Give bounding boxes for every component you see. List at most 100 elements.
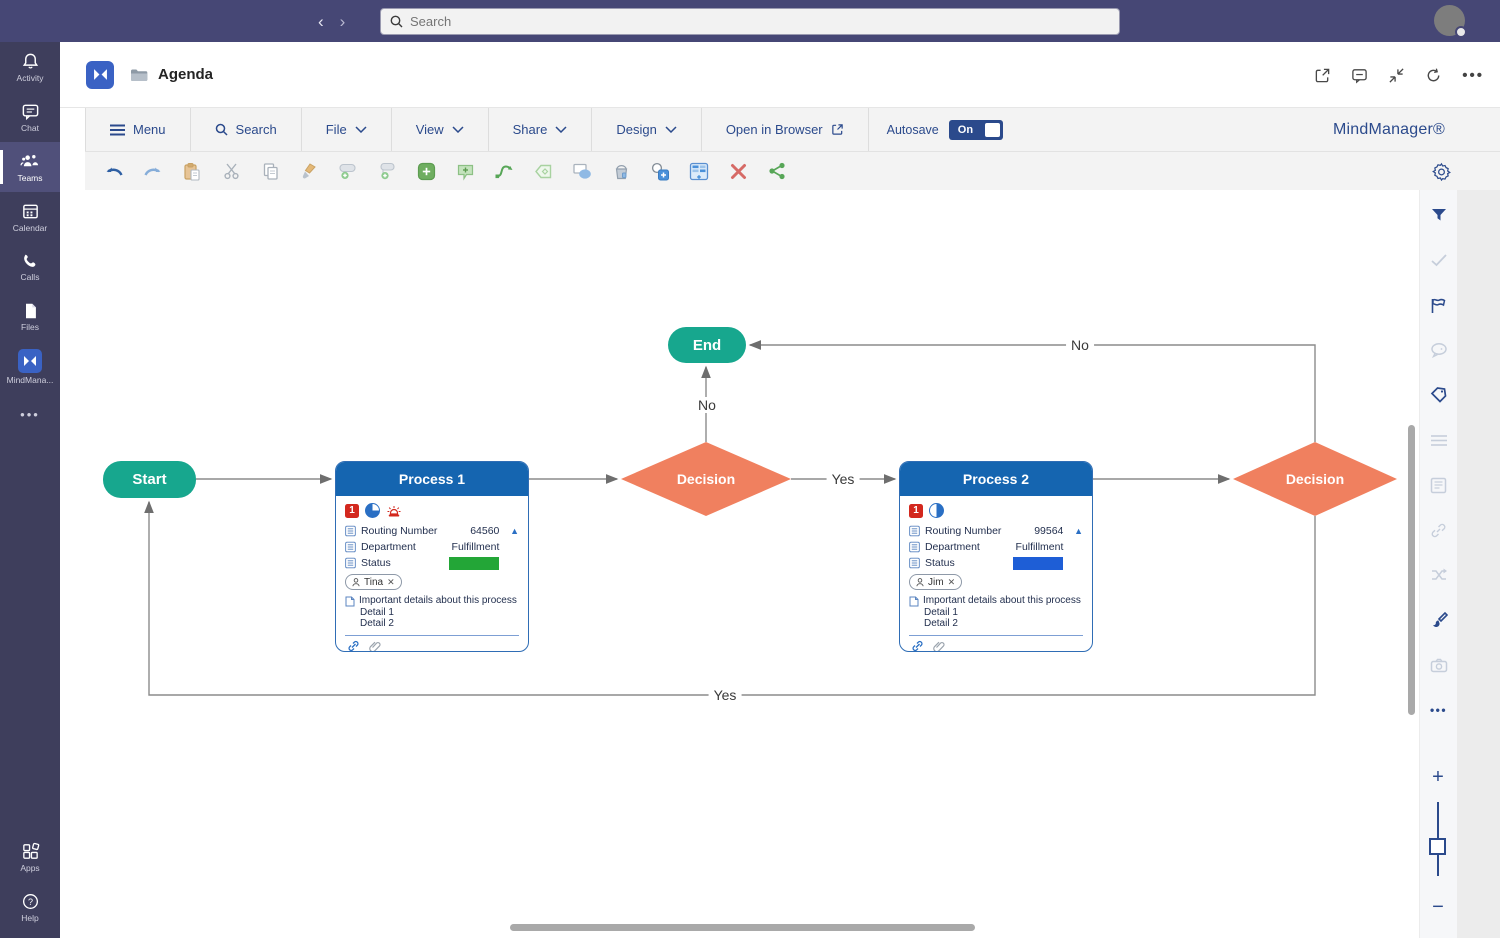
- add-subtopic-icon[interactable]: [372, 157, 402, 185]
- edge-label-yes: Yes: [708, 687, 742, 703]
- flowchart-canvas[interactable]: Yes No No Yes Start End Decision Decisio…: [60, 190, 1500, 938]
- paste-icon[interactable]: [177, 157, 207, 185]
- flow-panel-icon[interactable]: [1428, 564, 1450, 586]
- search-menu-button[interactable]: Search: [191, 108, 302, 151]
- tag-icon[interactable]: [1428, 384, 1450, 406]
- link-icon[interactable]: [911, 640, 924, 652]
- smart-shape-icon[interactable]: [645, 157, 675, 185]
- phone-icon: [24, 254, 36, 267]
- collapse-properties-icon[interactable]: ▲: [510, 526, 520, 536]
- zoom-in-button[interactable]: +: [1432, 766, 1444, 788]
- more-options-icon[interactable]: •••: [1462, 66, 1484, 84]
- autosave-label: Autosave: [886, 122, 939, 137]
- forward-icon[interactable]: ›: [339, 11, 346, 31]
- cut-icon[interactable]: [216, 157, 246, 185]
- avatar[interactable]: [1434, 5, 1467, 38]
- sidebar-more-button[interactable]: •••: [0, 392, 60, 436]
- new-topic-icon[interactable]: [411, 157, 441, 185]
- sidebar-item-chat[interactable]: Chat: [0, 92, 60, 142]
- note-icon: [909, 596, 919, 606]
- chevron-down-icon: [355, 126, 367, 133]
- more-panels-icon[interactable]: •••: [1429, 703, 1448, 717]
- progress-icon[interactable]: [365, 503, 380, 518]
- mindmanager-app-icon: [86, 60, 114, 89]
- sidebar-item-help[interactable]: ? Help: [0, 882, 60, 932]
- format-painter-icon[interactable]: [294, 157, 324, 185]
- horizontal-scrollbar[interactable]: [510, 924, 975, 931]
- view-menu[interactable]: View: [392, 108, 489, 151]
- sidebar-item-activity[interactable]: Activity: [0, 42, 60, 92]
- share-map-icon[interactable]: [762, 157, 792, 185]
- delete-icon[interactable]: [723, 157, 753, 185]
- external-link-icon: [831, 124, 843, 135]
- check-icon[interactable]: [1428, 249, 1450, 271]
- search-icon: [215, 123, 228, 136]
- zoom-slider-handle[interactable]: [1429, 838, 1446, 855]
- flowchart-connectors: [144, 340, 1316, 696]
- refresh-icon[interactable]: [1425, 67, 1442, 84]
- shapes-icon[interactable]: [567, 157, 597, 185]
- collapse-icon[interactable]: [1388, 67, 1405, 84]
- node-process-1[interactable]: Process 1 1 Routing Number 64560 ▲ Depar…: [335, 461, 529, 652]
- resource-tag[interactable]: Jim ✕: [909, 574, 963, 590]
- bell-icon: [22, 53, 38, 69]
- flag-icon[interactable]: [1428, 294, 1450, 316]
- matrix-icon[interactable]: [684, 157, 714, 185]
- notes-panel-icon[interactable]: [1428, 474, 1450, 496]
- sidebar-item-apps[interactable]: Apps: [0, 832, 60, 882]
- settings-gear-icon[interactable]: [1426, 157, 1456, 185]
- comment-icon[interactable]: [1428, 339, 1450, 361]
- remove-tag-icon[interactable]: ✕: [387, 576, 395, 587]
- add-topic-icon[interactable]: [333, 157, 363, 185]
- property-row: Routing Number 99564 ▲: [909, 523, 1083, 539]
- fill-icon[interactable]: [606, 157, 636, 185]
- zoom-controls: + −: [1419, 766, 1457, 938]
- autosave-toggle[interactable]: On: [948, 119, 1003, 140]
- chevron-down-icon: [665, 126, 677, 133]
- filter-icon[interactable]: [1428, 204, 1450, 226]
- sidebar-item-files[interactable]: Files: [0, 292, 60, 342]
- chat-icon: [22, 104, 38, 120]
- menu-button[interactable]: Menu: [85, 108, 191, 151]
- node-end[interactable]: End: [668, 327, 746, 363]
- sidebar-item-mindmanager[interactable]: MindMana...: [0, 342, 60, 392]
- conversation-icon[interactable]: [1351, 67, 1368, 84]
- attachment-icon[interactable]: [933, 640, 945, 653]
- snapshot-icon[interactable]: [1428, 654, 1450, 676]
- undo-icon[interactable]: [99, 157, 129, 185]
- priority-badge[interactable]: 1: [345, 503, 359, 518]
- progress-icon[interactable]: [929, 503, 944, 518]
- zoom-out-button[interactable]: −: [1432, 896, 1444, 918]
- priority-badge[interactable]: 1: [909, 503, 923, 518]
- attachment-icon[interactable]: [369, 640, 381, 653]
- vertical-scrollbar[interactable]: [1408, 425, 1415, 715]
- redo-icon[interactable]: [138, 157, 168, 185]
- node-process-2[interactable]: Process 2 1 Routing Number 99564 ▲ Depar…: [899, 461, 1093, 652]
- design-menu[interactable]: Design: [592, 108, 702, 151]
- alarm-icon[interactable]: [386, 504, 402, 518]
- sidebar-item-teams[interactable]: Teams: [0, 142, 60, 192]
- link-icon[interactable]: [347, 640, 360, 652]
- collapse-properties-icon[interactable]: ▲: [1074, 526, 1084, 536]
- search-input[interactable]: [410, 14, 1050, 29]
- resource-tag[interactable]: Tina ✕: [345, 574, 402, 590]
- list-icon[interactable]: [1428, 429, 1450, 451]
- back-icon[interactable]: ‹: [318, 11, 324, 31]
- zoom-slider[interactable]: [1429, 802, 1446, 876]
- hyperlink-panel-icon[interactable]: [1428, 519, 1450, 541]
- boundary-icon[interactable]: [528, 157, 558, 185]
- teams-icon: [19, 154, 38, 166]
- file-menu[interactable]: File: [302, 108, 392, 151]
- search-bar[interactable]: [380, 8, 1120, 35]
- remove-tag-icon[interactable]: ✕: [947, 576, 956, 587]
- share-menu[interactable]: Share: [489, 108, 593, 151]
- format-brush-icon[interactable]: [1428, 609, 1450, 631]
- relationship-icon[interactable]: [489, 157, 519, 185]
- open-in-browser-button[interactable]: Open in Browser: [702, 108, 869, 151]
- sidebar-item-calendar[interactable]: Calendar: [0, 192, 60, 242]
- copy-icon[interactable]: [255, 157, 285, 185]
- callout-icon[interactable]: [450, 157, 480, 185]
- sidebar-item-calls[interactable]: Calls: [0, 242, 60, 292]
- node-start[interactable]: Start: [103, 461, 196, 498]
- open-in-new-icon[interactable]: [1314, 67, 1331, 84]
